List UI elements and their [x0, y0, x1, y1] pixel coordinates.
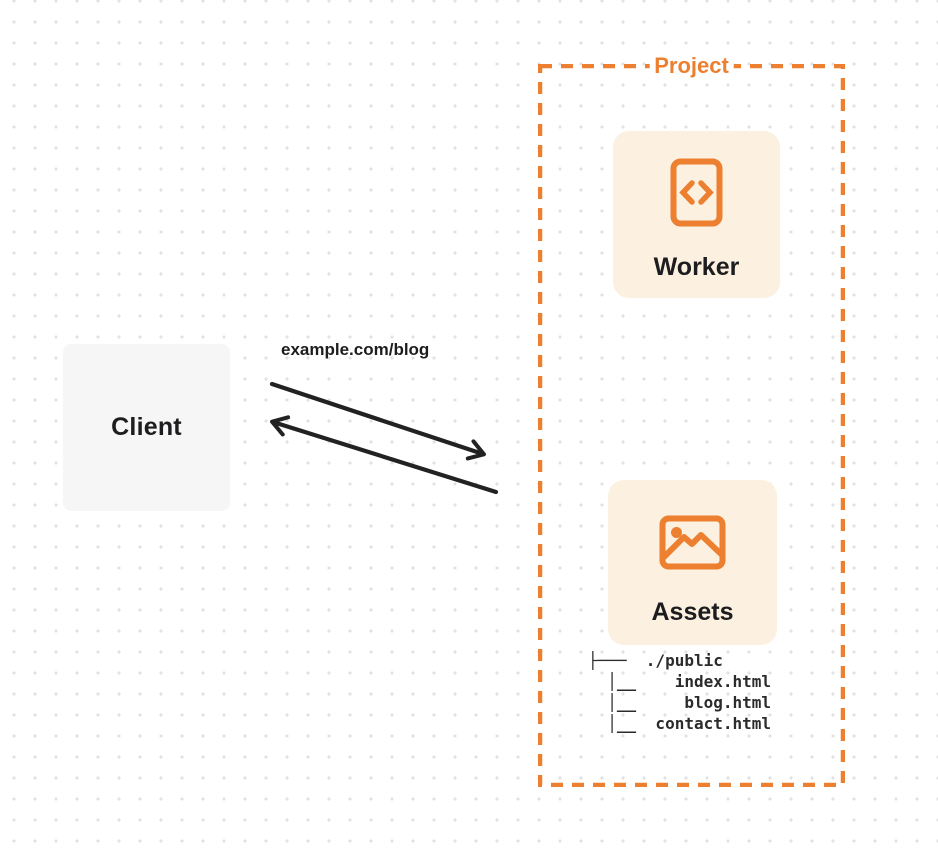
assets-node-label: Assets: [651, 598, 734, 626]
image-icon: [659, 515, 726, 570]
worker-node-label: Worker: [653, 253, 740, 281]
worker-node: Worker: [613, 131, 780, 298]
client-node: Client: [63, 344, 230, 511]
project-label: Project: [649, 53, 734, 78]
request-url-label: example.com/blog: [281, 340, 430, 359]
project-container: Project: [538, 53, 845, 787]
assets-node: Assets: [608, 480, 777, 645]
response-arrow: [270, 415, 499, 495]
request-response-arrows: [269, 381, 499, 495]
client-node-label: Client: [111, 413, 182, 441]
request-arrow: [269, 381, 486, 461]
assets-file-tree: ├─── ./public │__ index.html │__ blog.ht…: [588, 651, 772, 733]
code-icon: [670, 158, 723, 227]
